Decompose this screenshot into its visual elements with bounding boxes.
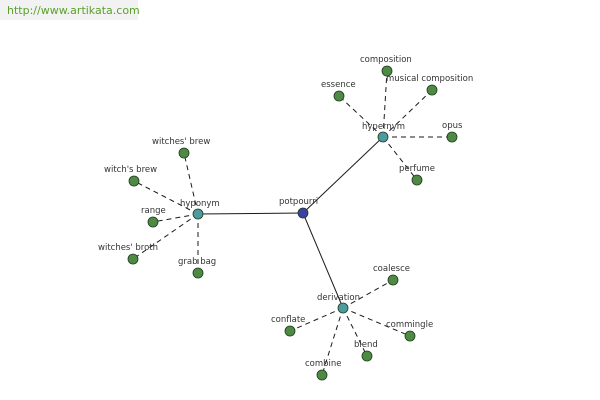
node-derivation[interactable] [337, 302, 349, 314]
node-coalesce[interactable] [387, 274, 399, 286]
label-essence: essence [321, 80, 356, 90]
edges-group [132, 70, 452, 376]
label-potpourri: potpourri [279, 197, 318, 207]
edge-hyponym-witchs-brew [133, 180, 199, 215]
label-derivation: derivation [317, 293, 360, 303]
node-grab-bag[interactable] [192, 267, 204, 279]
label-composition: composition [360, 55, 412, 65]
node-blend[interactable] [361, 350, 373, 362]
label-witchs-brew: witch's brew [104, 165, 157, 175]
edge-potpourri-hypernym [302, 136, 384, 214]
edge-derivation-commingle [342, 307, 411, 337]
node-witchs-brew[interactable] [128, 175, 140, 187]
label-commingle: commingle [386, 320, 433, 330]
label-hyponym: hyponym [180, 199, 220, 209]
edge-hyponym-witches-broth [132, 213, 199, 260]
edge-hypernym-essence [338, 95, 384, 138]
label-range: range [141, 206, 166, 216]
label-grab-bag: grab bag [178, 257, 216, 267]
edge-hypernym-musical-composition [382, 89, 433, 138]
node-witches-broth[interactable] [127, 253, 139, 265]
label-blend: blend [354, 340, 378, 350]
node-composition[interactable] [381, 65, 393, 77]
node-potpourri[interactable] [297, 207, 309, 219]
nodes-group [127, 65, 458, 381]
node-hypernym[interactable] [377, 131, 389, 143]
label-hypernym: hypernym [362, 122, 405, 132]
edge-hypernym-composition [382, 70, 388, 138]
label-opus: opus [442, 121, 463, 131]
edge-hyponym-witches-brew [183, 152, 199, 215]
edge-potpourri-derivation [302, 212, 344, 309]
site-url-link[interactable]: http://www.artikata.com [0, 0, 140, 20]
node-conflate[interactable] [284, 325, 296, 337]
label-witches-brew: witches' brew [152, 137, 210, 147]
label-combine: combine [305, 359, 342, 369]
node-musical-composition[interactable] [426, 84, 438, 96]
edge-hypernym-perfume [382, 136, 418, 181]
edge-potpourri-hyponym [197, 212, 304, 215]
node-hyponym[interactable] [192, 208, 204, 220]
node-witches-brew[interactable] [178, 147, 190, 159]
label-musical-composition: musical composition [386, 74, 473, 84]
label-witches-broth: witches' broth [98, 243, 158, 253]
node-commingle[interactable] [404, 330, 416, 342]
node-combine[interactable] [316, 369, 328, 381]
node-opus[interactable] [446, 131, 458, 143]
edge-derivation-combine [321, 307, 344, 376]
node-perfume[interactable] [411, 174, 423, 186]
node-essence[interactable] [333, 90, 345, 102]
label-perfume: perfume [399, 164, 435, 174]
edge-derivation-conflate [289, 307, 344, 332]
edge-derivation-coalesce [342, 279, 394, 309]
labels-group: composition musical composition essence opu… [98, 55, 473, 369]
label-conflate: conflate [271, 315, 305, 325]
label-coalesce: coalesce [373, 264, 410, 274]
node-range[interactable] [147, 216, 159, 228]
edge-hyponym-range [152, 213, 199, 223]
